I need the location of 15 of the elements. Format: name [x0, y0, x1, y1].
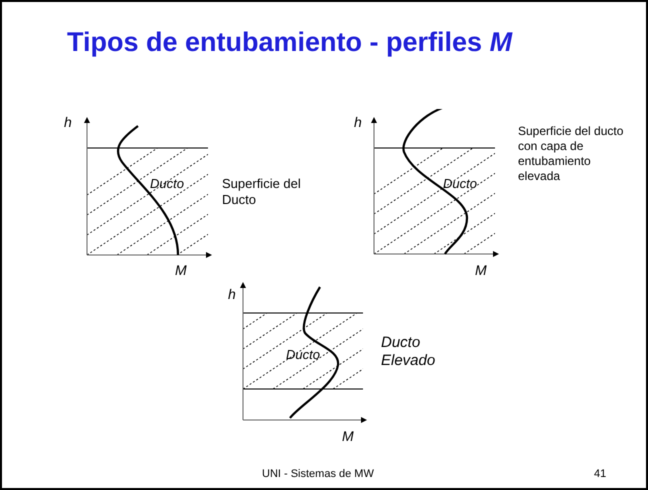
region-label: Ducto [150, 175, 184, 193]
slide-title: Tipos de entubamiento - perfiles M [67, 26, 512, 59]
axis-label: M [342, 427, 354, 446]
axis-label: h [354, 113, 362, 132]
region-label: Ducto [286, 346, 320, 364]
axis-label: h [228, 285, 236, 304]
plot-caption: Ducto Elevado [381, 334, 436, 370]
footer-text: UNI - Sistemas de MW [262, 467, 374, 482]
axis-label: h [64, 113, 72, 132]
axis-label: M [175, 261, 187, 280]
plot-caption: Superficie del ducto con capa de entubamiento elevada [518, 124, 624, 184]
region-label: Ducto [443, 175, 477, 193]
axis-label: M [475, 261, 487, 280]
page-number: 41 [594, 467, 606, 482]
plot-caption: Superficie del Ducto [222, 176, 302, 208]
